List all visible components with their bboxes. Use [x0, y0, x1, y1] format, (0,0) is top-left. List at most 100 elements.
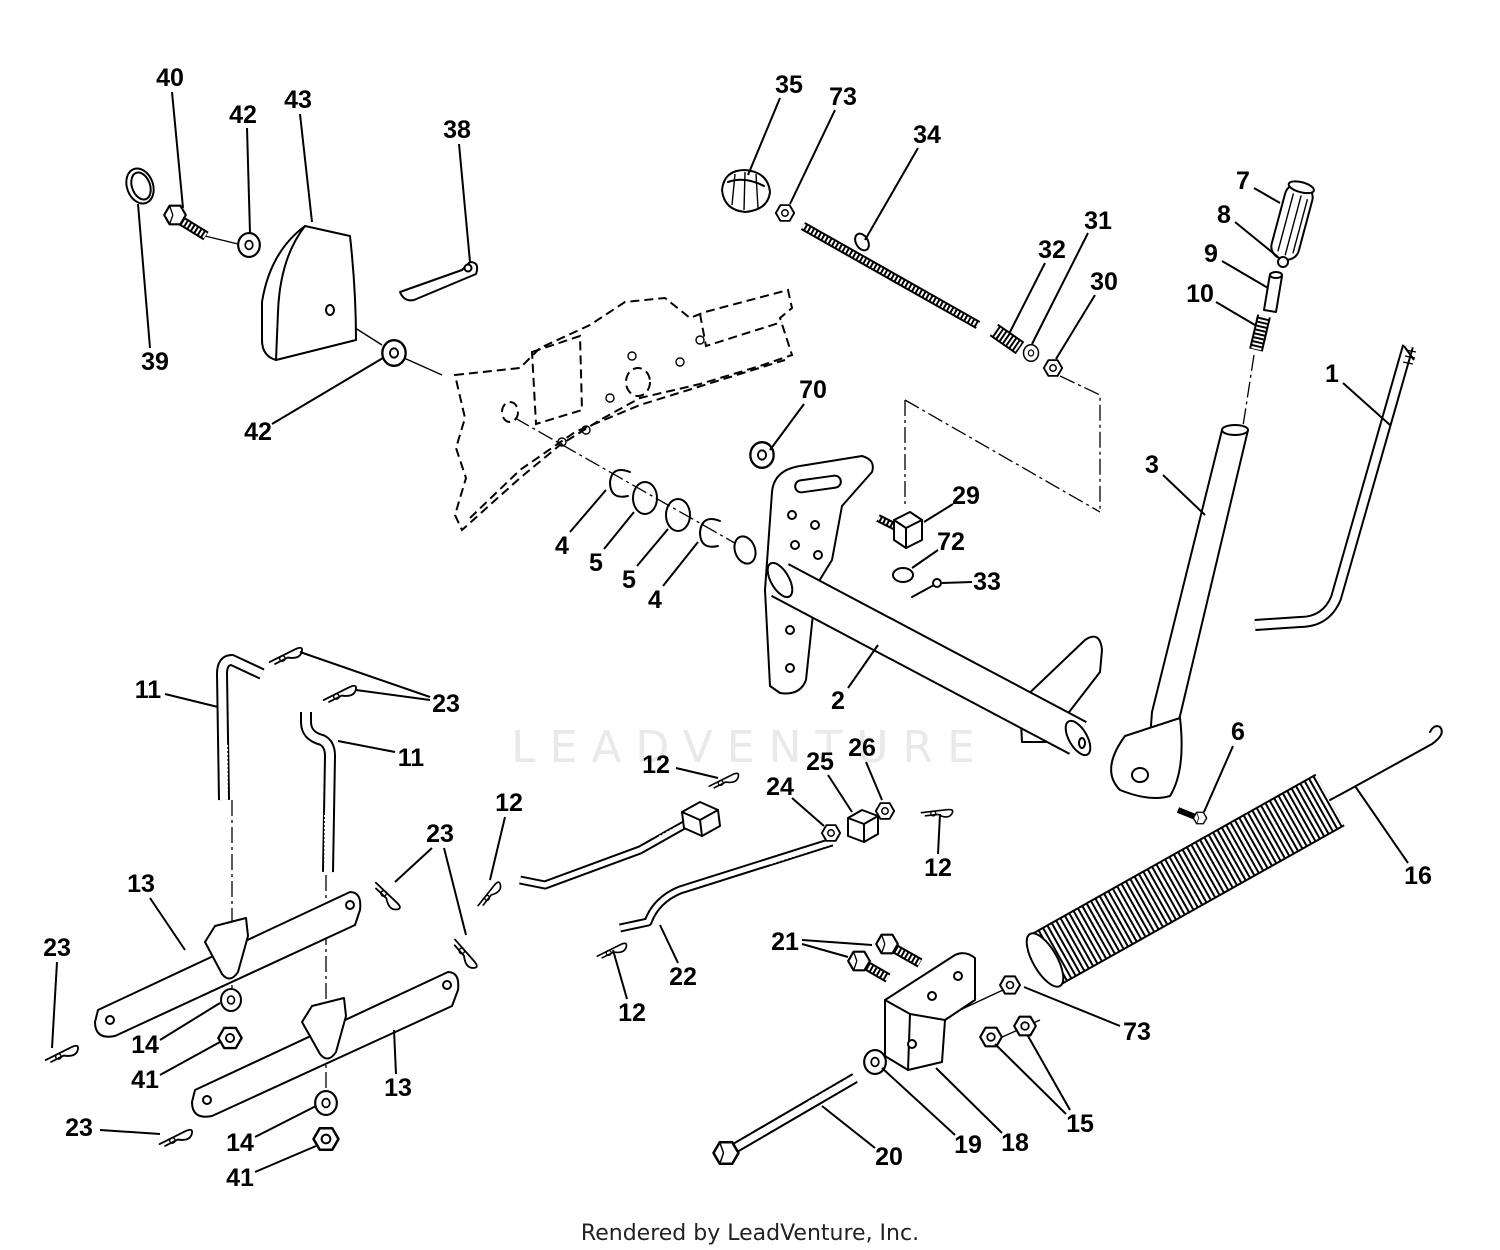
part-22-link-rod-2: [619, 837, 834, 933]
part-6-bolt: [1176, 807, 1208, 825]
leader-line: [1162, 474, 1206, 516]
leader-line: [489, 816, 506, 881]
part-26-nut: [874, 802, 896, 820]
callout-14: 14: [226, 1105, 317, 1157]
callout-73: 73: [789, 83, 857, 205]
callout-label-12: 12: [642, 751, 670, 779]
callout-label-32: 32: [1038, 236, 1066, 264]
part-12-clip-4: [596, 942, 628, 959]
leader-line: [246, 127, 251, 234]
callout-label-22: 22: [669, 963, 697, 991]
callout-21: 21: [771, 928, 873, 958]
part-19-washer: [863, 1048, 887, 1076]
leader-line: [1342, 382, 1391, 426]
callout-label-42: 42: [244, 418, 272, 446]
part-73-nut-lower: [999, 975, 1021, 995]
leader-line: [659, 924, 679, 964]
part-3-lift-lever: [1110, 424, 1249, 799]
part-35-knob: [721, 169, 771, 213]
callout-12: 12: [642, 751, 719, 779]
leader-line: [1203, 745, 1234, 813]
leader-line: [99, 1129, 161, 1135]
callout-label-13: 13: [127, 870, 155, 898]
leader-line: [254, 1145, 317, 1173]
part-23-hairpin-2: [322, 684, 358, 703]
callout-4: 4: [648, 541, 699, 614]
leader-line: [1027, 1035, 1071, 1111]
leader-line: [1234, 221, 1279, 258]
callout-label-42: 42: [229, 101, 257, 129]
callout-label-12: 12: [924, 854, 952, 882]
callout-23: 23: [394, 820, 467, 936]
part-73-nut-upper: [774, 204, 796, 222]
part-5-washer-ring-2: [665, 498, 691, 532]
part-4-retaining-ring: [609, 469, 631, 498]
leader-line: [299, 113, 313, 223]
part-10-spring: [1249, 314, 1271, 352]
callout-16: 16: [1354, 785, 1432, 890]
callout-label-21: 21: [771, 928, 799, 956]
callout-12: 12: [612, 949, 646, 1027]
leader-line: [1055, 294, 1096, 360]
leader-line: [137, 203, 151, 349]
callout-label-6: 6: [1231, 718, 1245, 746]
leader-line: [911, 549, 939, 569]
callout-43: 43: [284, 86, 313, 223]
part-42-washer: [237, 231, 262, 259]
leader-line: [881, 1067, 956, 1136]
leader-line: [747, 97, 781, 176]
callout-42: 42: [244, 357, 384, 446]
leader-line: [1009, 262, 1046, 333]
callout-label-8: 8: [1217, 201, 1231, 229]
watermark-text: LEADVENTURE: [511, 722, 989, 773]
part-12-clip: [708, 772, 740, 789]
part-31-washer: [1022, 343, 1040, 363]
callout-6: 6: [1203, 718, 1245, 813]
callout-label-39: 39: [141, 348, 169, 376]
leader-line: [937, 813, 941, 855]
callout-label-2: 2: [831, 687, 845, 715]
part-41-nut-2: [312, 1126, 340, 1152]
callout-label-5: 5: [622, 566, 636, 594]
callout-label-23: 23: [43, 934, 71, 962]
leader-line: [865, 761, 883, 801]
leader-line: [164, 693, 219, 708]
part-7-handle-grip: [1270, 180, 1315, 261]
callout-13: 13: [127, 870, 186, 951]
callout-label-43: 43: [284, 86, 312, 114]
callout-3: 3: [1145, 451, 1206, 516]
part-18-spring-bracket: [884, 952, 976, 1071]
callout-label-16: 16: [1404, 862, 1432, 890]
callout-15: 15: [994, 1035, 1094, 1138]
part-34-adjust-rod: [800, 222, 981, 329]
leader-line: [941, 581, 973, 584]
callout-label-11: 11: [135, 676, 162, 704]
callout-label-4: 4: [648, 586, 662, 614]
callout-label-26: 26: [848, 734, 876, 762]
part-12-clip-2: [471, 880, 507, 908]
part-24-nut: [820, 824, 842, 842]
part-23-hairpin: [268, 646, 304, 665]
callout-label-41: 41: [131, 1066, 159, 1094]
callout-label-24: 24: [766, 773, 794, 801]
leader-line: [612, 949, 628, 1000]
leader-line: [355, 689, 431, 701]
part-11-lift-link-2: [300, 712, 336, 873]
part-15-nut: [979, 1026, 1003, 1048]
callout-label-3: 3: [1145, 451, 1159, 479]
callout-label-23: 23: [432, 690, 460, 718]
callout-label-30: 30: [1090, 268, 1118, 296]
callout-label-12: 12: [495, 789, 523, 817]
callout-label-40: 40: [156, 64, 184, 92]
leader-line: [1221, 260, 1269, 289]
leader-line: [923, 503, 954, 523]
part-23-hairpin-4: [452, 934, 479, 973]
callout-label-4: 4: [555, 532, 569, 560]
leader-line: [443, 847, 467, 936]
callout-label-38: 38: [443, 116, 471, 144]
callout-label-25: 25: [806, 748, 834, 776]
leader-line: [791, 797, 825, 827]
callout-label-20: 20: [875, 1143, 903, 1171]
leader-line: [847, 644, 879, 689]
